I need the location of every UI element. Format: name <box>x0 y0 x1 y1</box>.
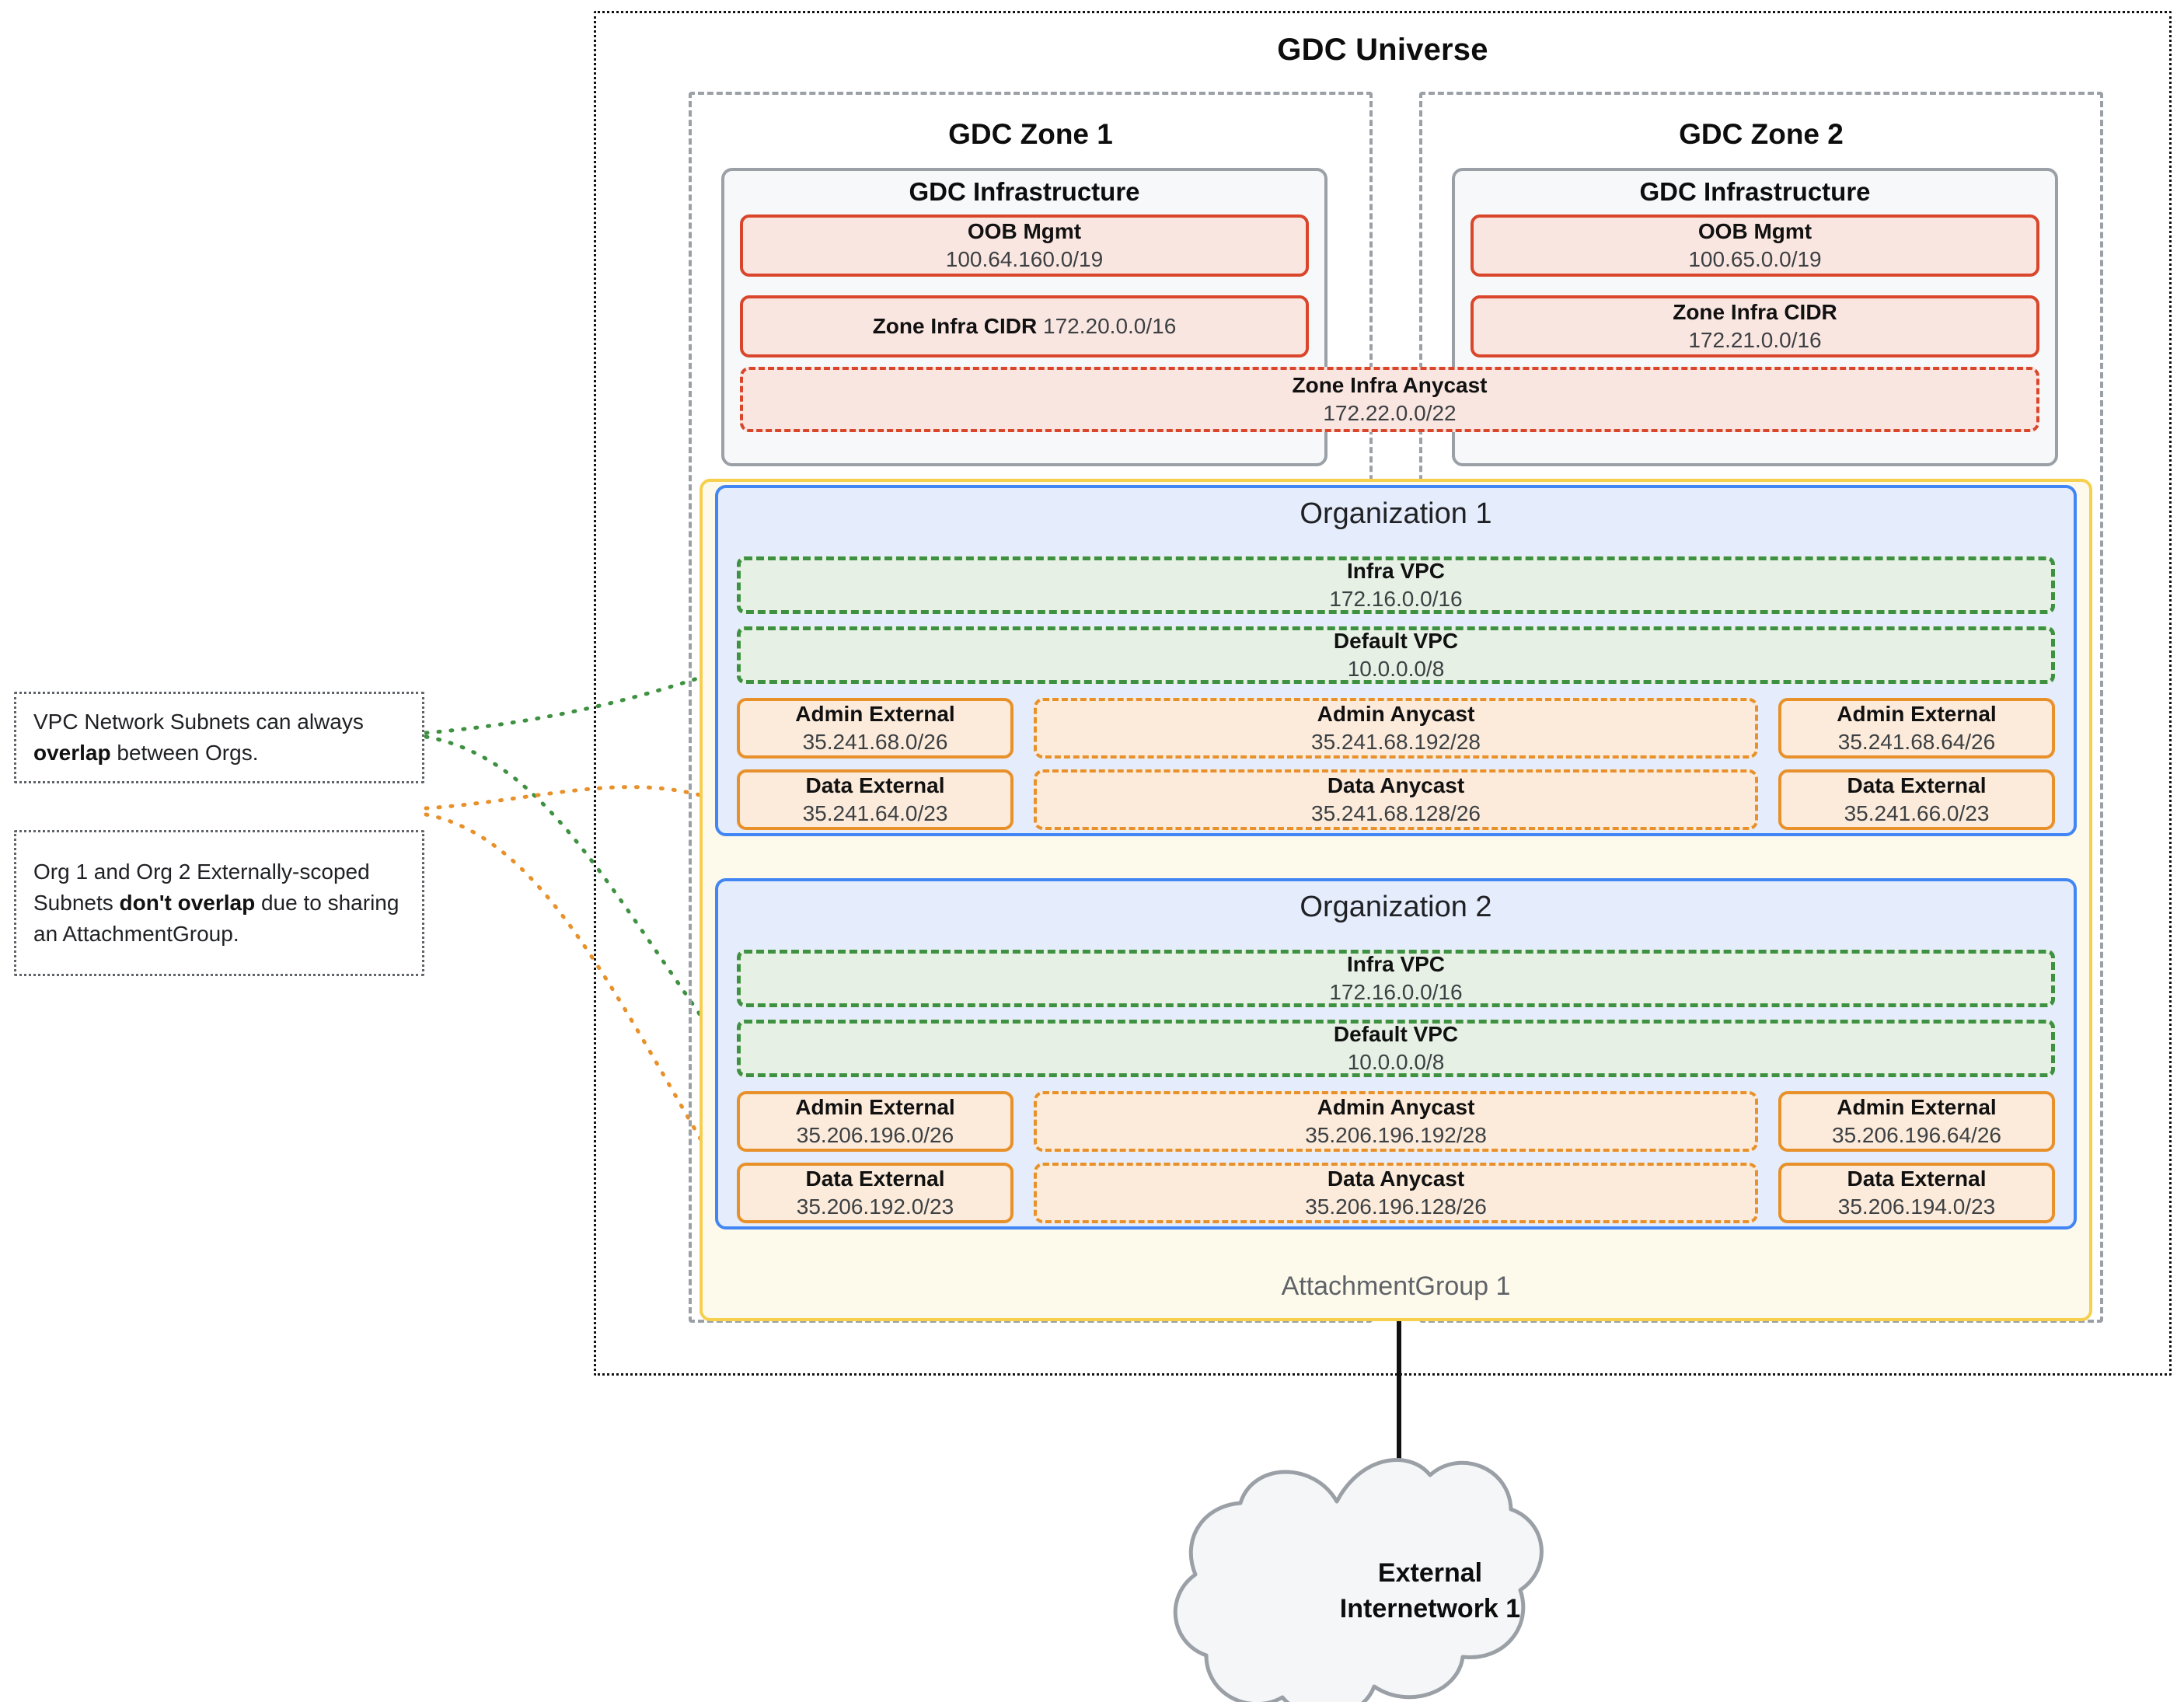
external-internetwork-line-1: External <box>1377 1558 1483 1588</box>
organization-2-title: Organization 2 <box>1300 891 1492 923</box>
callout-note-no-overlap: Org 1 and Org 2 Externally-scoped Subnet… <box>14 830 424 976</box>
gdc-infrastructure-zone-2-title: GDC Infrastructure <box>1639 177 1871 206</box>
org1-admin-external-right-label: Admin External <box>1837 701 1997 726</box>
org2-admin-external-right: Admin External 35.206.196.64/26 <box>1778 1091 2055 1152</box>
zone-infra-cidr-zone-1: Zone Infra CIDR 172.20.0.0/16 <box>740 295 1309 357</box>
org1-data-anycast-cidr: 35.241.68.128/26 <box>1311 801 1481 825</box>
external-internetwork-label: External Internetwork 1 <box>1259 1556 1601 1627</box>
org2-infra-vpc: Infra VPC 172.16.0.0/16 <box>737 950 2055 1007</box>
org2-admin-external-left-cidr: 35.206.196.0/26 <box>796 1123 954 1147</box>
callout-note-overlap: VPC Network Subnets can always overlap b… <box>14 692 424 783</box>
org2-infra-vpc-cidr: 172.16.0.0/16 <box>1329 980 1463 1004</box>
org2-admin-external-left: Admin External 35.206.196.0/26 <box>737 1091 1014 1152</box>
org2-data-external-left-cidr: 35.206.192.0/23 <box>796 1195 954 1219</box>
org2-default-vpc-label: Default VPC <box>1333 1021 1459 1046</box>
org2-admin-external-right-label: Admin External <box>1837 1094 1997 1119</box>
zone-infra-cidr-zone-1-label: Zone Infra CIDR <box>872 314 1038 339</box>
zone-infra-cidr-zone-1-text: Zone Infra CIDR 172.20.0.0/16 <box>873 312 1177 340</box>
org2-admin-anycast-cidr: 35.206.196.192/28 <box>1305 1123 1487 1147</box>
callout-note-overlap-text: VPC Network Subnets can always overlap b… <box>33 706 405 769</box>
org1-admin-external-right: Admin External 35.241.68.64/26 <box>1778 698 2055 759</box>
callout-1-text-after: between Orgs. <box>110 741 259 765</box>
org2-data-external-right-cidr: 35.206.194.0/23 <box>1837 1195 1996 1219</box>
oob-mgmt-zone-2: OOB Mgmt 100.65.0.0/19 <box>1471 214 2039 277</box>
org1-data-external-right-cidr: 35.241.66.0/23 <box>1844 801 1990 825</box>
org1-data-external-left: Data External 35.241.64.0/23 <box>737 769 1014 830</box>
org1-admin-anycast: Admin Anycast 35.241.68.192/28 <box>1034 698 1758 759</box>
callout-2-text-after: due to sharing an AttachmentGroup. <box>33 891 399 946</box>
org1-admin-external-left: Admin External 35.241.68.0/26 <box>737 698 1014 759</box>
oob-mgmt-zone-1-cidr: 100.64.160.0/19 <box>945 247 1104 271</box>
org2-data-external-right: Data External 35.206.194.0/23 <box>1778 1163 2055 1223</box>
org2-infra-vpc-label: Infra VPC <box>1346 951 1446 976</box>
gdc-zone-2-title: GDC Zone 2 <box>1679 118 1844 150</box>
callout-note-no-overlap-text: Org 1 and Org 2 Externally-scoped Subnet… <box>33 856 405 949</box>
gdc-zone-1-title: GDC Zone 1 <box>948 118 1113 150</box>
external-internetwork-line-2: Internetwork 1 <box>1339 1593 1521 1624</box>
callout-1-text-before: VPC Network Subnets can always <box>33 710 364 734</box>
org1-infra-vpc-cidr: 172.16.0.0/16 <box>1329 587 1463 611</box>
callout-2-text-before: Org 1 and Org 2 Externally-scoped Subnet… <box>33 860 370 916</box>
oob-mgmt-zone-1: OOB Mgmt 100.64.160.0/19 <box>740 214 1309 277</box>
org1-admin-external-left-cidr: 35.241.68.0/26 <box>802 730 948 754</box>
org1-admin-anycast-cidr: 35.241.68.192/28 <box>1311 730 1481 754</box>
org1-default-vpc: Default VPC 10.0.0.0/8 <box>737 626 2055 684</box>
org1-admin-external-left-label: Admin External <box>795 701 955 726</box>
org2-admin-external-right-cidr: 35.206.196.64/26 <box>1832 1123 2001 1147</box>
org1-infra-vpc: Infra VPC 172.16.0.0/16 <box>737 556 2055 614</box>
org1-admin-external-right-cidr: 35.241.68.64/26 <box>1837 730 1996 754</box>
gdc-universe-title: GDC Universe <box>1277 33 1488 67</box>
zone-infra-cidr-zone-1-cidr: 172.20.0.0/16 <box>1043 314 1177 339</box>
org1-data-external-left-label: Data External <box>805 773 945 797</box>
org1-default-vpc-label: Default VPC <box>1333 628 1459 653</box>
org2-admin-external-left-label: Admin External <box>795 1094 955 1119</box>
oob-mgmt-zone-2-label: OOB Mgmt <box>1697 219 1812 244</box>
org1-data-anycast: Data Anycast 35.241.68.128/26 <box>1034 769 1758 830</box>
zone-infra-anycast-cidr: 172.22.0.0/22 <box>1323 401 1457 425</box>
org2-data-anycast-label: Data Anycast <box>1327 1166 1465 1191</box>
zone-infra-anycast: Zone Infra Anycast 172.22.0.0/22 <box>740 367 2039 432</box>
callout-2-text-bold: don't overlap <box>119 891 256 916</box>
org1-data-anycast-label: Data Anycast <box>1327 773 1465 797</box>
org1-infra-vpc-label: Infra VPC <box>1346 558 1446 583</box>
org1-admin-anycast-label: Admin Anycast <box>1317 701 1475 726</box>
org1-data-external-right: Data External 35.241.66.0/23 <box>1778 769 2055 830</box>
org2-default-vpc-cidr: 10.0.0.0/8 <box>1347 1050 1445 1074</box>
callout-1-text-bold: overlap <box>33 741 111 765</box>
attachment-group-1-label: AttachmentGroup 1 <box>1281 1271 1511 1301</box>
oob-mgmt-zone-2-cidr: 100.65.0.0/19 <box>1688 247 1822 271</box>
org2-admin-anycast-label: Admin Anycast <box>1317 1094 1475 1119</box>
gdc-universe-container <box>594 11 2172 1376</box>
org1-data-external-right-label: Data External <box>1847 773 1987 797</box>
org2-data-external-right-label: Data External <box>1847 1166 1987 1191</box>
organization-1-title: Organization 1 <box>1300 497 1492 530</box>
gdc-infrastructure-zone-1-title: GDC Infrastructure <box>909 177 1140 206</box>
org1-default-vpc-cidr: 10.0.0.0/8 <box>1347 657 1445 681</box>
org2-data-anycast-cidr: 35.206.196.128/26 <box>1305 1195 1487 1219</box>
zone-infra-cidr-zone-2: Zone Infra CIDR 172.21.0.0/16 <box>1471 295 2039 357</box>
zone-infra-cidr-zone-1-cidr-spacer <box>1037 314 1043 338</box>
org2-data-anycast: Data Anycast 35.206.196.128/26 <box>1034 1163 1758 1223</box>
zone-infra-anycast-label: Zone Infra Anycast <box>1292 373 1488 398</box>
oob-mgmt-zone-1-label: OOB Mgmt <box>967 219 1082 244</box>
zone-infra-cidr-zone-2-label: Zone Infra CIDR <box>1673 300 1837 325</box>
org2-data-external-left-label: Data External <box>805 1166 945 1191</box>
org2-data-external-left: Data External 35.206.192.0/23 <box>737 1163 1014 1223</box>
zone-infra-cidr-zone-2-cidr: 172.21.0.0/16 <box>1688 328 1822 352</box>
org1-data-external-left-cidr: 35.241.64.0/23 <box>802 801 948 825</box>
org2-default-vpc: Default VPC 10.0.0.0/8 <box>737 1020 2055 1077</box>
org2-admin-anycast: Admin Anycast 35.206.196.192/28 <box>1034 1091 1758 1152</box>
